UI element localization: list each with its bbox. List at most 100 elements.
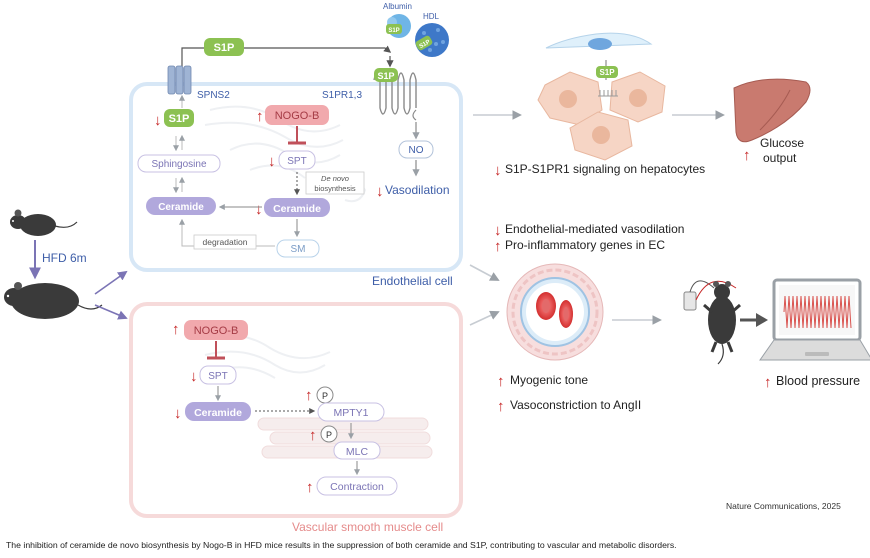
hdl-label: HDL	[423, 12, 440, 21]
spt-vsmc-label: SPT	[208, 371, 227, 382]
down-arrow-hepatocyte: ↓	[494, 162, 502, 179]
sphingosine-box	[137, 154, 221, 173]
ceramide-left-box	[146, 197, 216, 215]
ec-sphingolipid-pathway: ↓ S1P Sphingosine Ceramide ↑ NOGO-B ↓ SP…	[137, 94, 365, 258]
s1pr-label: S1PR1,3	[322, 90, 362, 101]
ceramide-vsmc-box	[185, 402, 251, 421]
up-down-arrow-vasodilation: ↓	[376, 183, 384, 200]
hfd-arrow: HFD 6m	[29, 240, 87, 280]
hepatocyte-cluster: S1P	[537, 32, 666, 161]
blood-vessel-cross-section	[506, 263, 604, 361]
spt-ec-box	[278, 150, 316, 170]
p1-label: P	[322, 391, 328, 401]
endothelial-cell-panel: Endothelial cell	[129, 82, 463, 288]
s1p-hdl-label: S1P	[419, 39, 432, 50]
up-arrow-nogo-b-ec: ↑	[256, 108, 264, 125]
down-arrow-s1p-ec: ↓	[154, 112, 162, 129]
spns2-label: SPNS2	[197, 90, 230, 101]
spns2-transporter: SPNS2	[167, 65, 230, 101]
mlc-label: MLC	[346, 446, 369, 458]
s1p-top-label: S1P	[214, 42, 235, 54]
nogo-b-ec-pill	[265, 105, 329, 125]
ceramide-vsmc-label: Ceramide	[194, 407, 242, 419]
vasoconstriction-label: Vasoconstriction to AngII	[510, 398, 641, 412]
ceramide-ec-label: Ceramide	[273, 203, 321, 215]
degradation-label: degradation	[203, 237, 248, 247]
myogenic-label: Myogenic tone	[510, 373, 588, 387]
ceramide-ec-box	[264, 198, 330, 217]
mouse-top	[10, 209, 78, 236]
hfd-label: HFD 6m	[42, 251, 87, 265]
sphingosine-label: Sphingosine	[151, 159, 206, 170]
hepatocyte-effect-label: S1P-S1PR1 signaling on hepatocytes	[505, 162, 705, 176]
down-arrow-spt-ec: ↓	[268, 153, 276, 170]
albumin-label: Albumin	[383, 2, 412, 11]
phospho-circle-2	[320, 425, 338, 443]
down-arrow-ceramide-ec: ↓	[255, 201, 263, 218]
up-arrow-myogenic: ↑	[497, 373, 505, 390]
down-arrow-ceramide-vsmc: ↓	[174, 405, 182, 422]
ec-effect2-label: Pro-inflammatory genes in EC	[505, 238, 665, 252]
up-arrow-glucose: ↑	[743, 147, 751, 164]
de-novo-box	[305, 171, 365, 195]
mouse-obese	[4, 282, 103, 319]
down-arrow-spt-vsmc: ↓	[190, 368, 198, 385]
ceramide-left-label: Ceramide	[158, 202, 204, 213]
up-arrow-contraction: ↑	[306, 479, 314, 496]
nogo-b-vsmc-label: NOGO-B	[194, 325, 239, 337]
up-arrow-vasoconstriction: ↑	[497, 398, 505, 415]
up-arrow-mlc: ↑	[309, 427, 317, 444]
s1p-ec-label: S1P	[169, 113, 190, 125]
up-arrow-mpty1: ↑	[305, 387, 313, 404]
mpty1-box	[317, 402, 385, 422]
albumin-hdl-carriers: Albumin S1P HDL S1P	[383, 2, 449, 57]
arrow-mouse-to-laptop	[740, 313, 768, 327]
mpty1-label: MPTY1	[333, 407, 368, 419]
sm-box	[276, 239, 320, 258]
ec-effect1-label: Endothelial-mediated vasodilation	[505, 222, 684, 236]
up-arrow-bp: ↑	[764, 374, 772, 391]
bp-trace	[783, 295, 852, 329]
spt-ec-label: SPT	[287, 156, 306, 167]
vsmc-label: Vascular smooth muscle cell	[292, 520, 443, 534]
contraction-label: Contraction	[330, 481, 384, 493]
nogo-b-vsmc-pill	[184, 320, 248, 340]
arrow-ec-to-vessel	[469, 264, 500, 281]
vasodilation-label: Vasodilation	[385, 183, 450, 197]
caption: The inhibition of ceramide de novo biosy…	[6, 540, 677, 550]
down-arrow-ec-effect1: ↓	[494, 222, 502, 239]
s1p-ec-pill	[164, 109, 194, 127]
arrow-to-ec	[94, 270, 128, 295]
up-arrow-nogo-b-vsmc: ↑	[172, 321, 180, 338]
contraction-box	[316, 476, 398, 496]
spt-vsmc-box	[199, 365, 237, 385]
arrow-to-vsmc	[94, 304, 128, 320]
endothelial-cell-label: Endothelial cell	[372, 274, 453, 288]
no-pathway: NO ↓ Vasodilation	[376, 122, 450, 200]
s1p-top-pill	[204, 38, 244, 56]
blood-pressure-label: Blood pressure	[776, 374, 860, 388]
source-label: Nature Communications, 2025	[726, 501, 841, 511]
s1p-transport-line: S1P	[181, 38, 394, 68]
up-arrow-ec-effect2: ↑	[494, 238, 502, 255]
liver-icon	[733, 78, 811, 143]
no-label: NO	[409, 145, 424, 156]
s1p-hepatocyte-label: S1P	[599, 68, 615, 77]
glucose-line2: output	[763, 151, 797, 165]
nogo-b-ec-label: NOGO-B	[275, 110, 320, 122]
glucose-line1: Glucose	[760, 136, 804, 150]
arrow-vsmc-to-vessel	[469, 310, 500, 326]
s1p-albumin-label: S1P	[388, 28, 399, 34]
de-novo-line1: De novo	[321, 174, 349, 183]
vsmc-pathway: ↑ NOGO-B ↓ SPT ↓ Ceramide ↑ P MPTY1 ↑ P …	[172, 320, 398, 496]
mlc-box	[333, 441, 381, 460]
no-box	[398, 140, 434, 159]
de-novo-line2: biosynthesis	[314, 184, 356, 193]
p2-label: P	[326, 430, 332, 440]
sm-label: SM	[291, 244, 306, 255]
degradation-box	[193, 234, 257, 250]
s1pr-receptor: S1P S1PR1,3	[322, 68, 417, 121]
bp-trace-line	[783, 295, 852, 329]
s1p-receptor-label: S1P	[377, 71, 394, 81]
mouse-bp-measurement	[683, 280, 741, 365]
